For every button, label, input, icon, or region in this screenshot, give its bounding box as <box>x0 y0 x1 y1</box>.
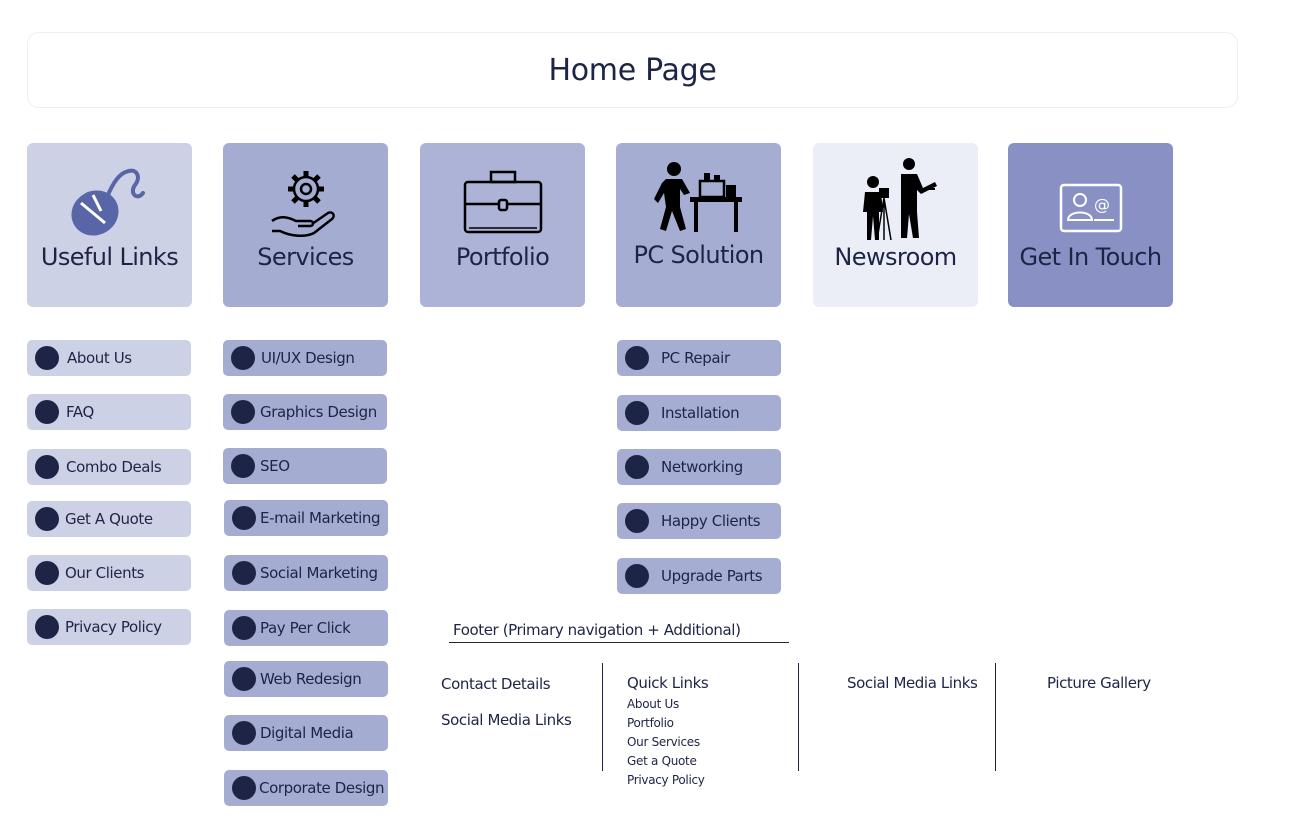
bullet-icon <box>625 564 649 588</box>
bullet-icon <box>35 615 59 639</box>
header-bar: Home Page <box>27 32 1238 108</box>
bullet-icon <box>625 455 649 479</box>
useful-link-item[interactable]: Privacy Policy <box>27 609 191 645</box>
bullet-icon <box>35 346 59 370</box>
footer-picture-gallery[interactable]: Picture Gallery <box>1047 674 1151 692</box>
useful-link-item[interactable]: Get A Quote <box>27 501 191 537</box>
service-item[interactable]: Pay Per Click <box>224 610 388 646</box>
service-item[interactable]: SEO <box>223 448 387 484</box>
bullet-icon <box>232 506 256 530</box>
service-item[interactable]: Corporate Design <box>224 770 388 806</box>
bullet-icon <box>232 721 256 745</box>
footer-column-divider <box>798 663 799 771</box>
bullet-icon <box>35 400 59 424</box>
useful-link-item[interactable]: About Us <box>27 340 191 376</box>
bullet-icon <box>232 776 256 800</box>
bullet-icon <box>35 455 59 479</box>
bullet-icon <box>625 401 649 425</box>
service-item[interactable]: Web Redesign <box>224 661 388 697</box>
footer-quick-link[interactable]: About Us <box>627 697 679 711</box>
service-item[interactable]: Digital Media <box>224 715 388 751</box>
bullet-icon <box>232 561 256 585</box>
footer-quick-link[interactable]: Privacy Policy <box>627 773 705 787</box>
useful-link-item[interactable]: FAQ <box>27 394 191 430</box>
bullet-icon <box>232 616 256 640</box>
service-item[interactable]: Graphics Design <box>223 394 387 430</box>
pc-solution-item[interactable]: Installation <box>617 395 781 431</box>
bullet-icon <box>35 507 59 531</box>
footer-column-divider <box>602 663 603 771</box>
category-label: PC Solution <box>633 241 764 269</box>
footer-quick-links-title: Quick Links <box>627 674 709 692</box>
footer-social-media-links[interactable]: Social Media Links <box>847 674 978 692</box>
footer-contact-details[interactable]: Contact Details <box>441 675 551 693</box>
service-item[interactable]: UI/UX Design <box>223 340 387 376</box>
gear-hand-icon <box>223 157 388 249</box>
category-useful-links[interactable]: Useful Links <box>27 143 192 307</box>
footer-quick-link[interactable]: Portfolio <box>627 716 674 730</box>
bullet-icon <box>625 346 649 370</box>
category-label: Portfolio <box>455 243 550 271</box>
category-newsroom[interactable]: Newsroom <box>813 143 978 307</box>
service-item[interactable]: E-mail Marketing <box>224 500 388 536</box>
category-services[interactable]: Services <box>223 143 388 307</box>
bullet-icon <box>35 561 59 585</box>
footer-divider <box>449 642 789 643</box>
bullet-icon <box>232 667 256 691</box>
footer-quick-link[interactable]: Get a Quote <box>627 754 697 768</box>
footer-column-divider <box>995 663 996 771</box>
category-label: Get In Touch <box>1019 243 1162 271</box>
category-label: Services <box>257 243 354 271</box>
footer-quick-link[interactable]: Our Services <box>627 735 700 749</box>
technician-icon <box>616 149 781 241</box>
pc-solution-item[interactable]: Upgrade Parts <box>617 558 781 594</box>
category-portfolio[interactable]: Portfolio <box>420 143 585 307</box>
footer-title: Footer (Primary navigation + Additional) <box>453 621 741 639</box>
bullet-icon <box>625 509 649 533</box>
pc-solution-item[interactable]: Networking <box>617 449 781 485</box>
pc-solution-item[interactable]: PC Repair <box>617 340 781 376</box>
bullet-icon <box>231 454 255 478</box>
camera-crew-icon <box>813 153 978 245</box>
category-label: Newsroom <box>834 243 957 271</box>
category-get-in-touch[interactable]: @ Get In Touch <box>1008 143 1173 307</box>
page-title: Home Page <box>548 52 717 88</box>
service-item[interactable]: Social Marketing <box>224 555 388 591</box>
bullet-icon <box>231 400 255 424</box>
svg-text:@: @ <box>1094 195 1110 214</box>
category-pc-solution[interactable]: PC Solution <box>616 143 781 307</box>
bullet-icon <box>231 346 255 370</box>
footer-social-media-links-left[interactable]: Social Media Links <box>441 711 572 729</box>
pc-solution-item[interactable]: Happy Clients <box>617 503 781 539</box>
mouse-icon <box>27 157 192 249</box>
briefcase-icon <box>420 157 585 249</box>
contact-card-icon: @ <box>1008 163 1173 255</box>
useful-link-item[interactable]: Our Clients <box>27 555 191 591</box>
category-label: Useful Links <box>40 243 179 271</box>
useful-link-item[interactable]: Combo Deals <box>27 449 191 485</box>
